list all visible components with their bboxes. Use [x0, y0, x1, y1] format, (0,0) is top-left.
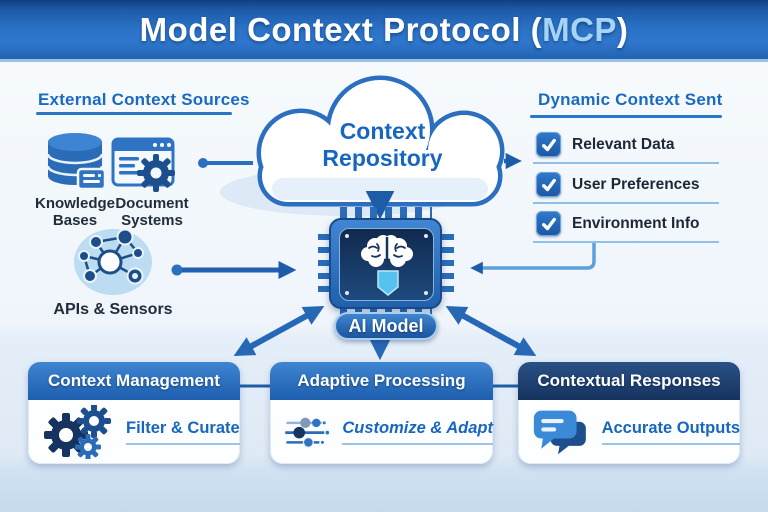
- box-subtitle-block: Accurate Outputs: [601, 419, 740, 445]
- box-title: Contextual Responses: [518, 362, 740, 400]
- checkbox-checked-icon: [536, 211, 561, 236]
- box-adaptive-processing: Adaptive Processing Customize & Adapt: [270, 362, 493, 464]
- chat-bubbles-icon: [533, 410, 586, 455]
- checkbox-checked-icon: [536, 172, 561, 197]
- title-bar: Model Context Protocol (MCP): [0, 0, 768, 62]
- context-item-user-preferences: User Preferences: [536, 172, 700, 197]
- box-subtitle: Customize & Adapt: [342, 419, 493, 438]
- source-label-apis-sensors: APIs & Sensors: [53, 301, 173, 318]
- right-heading-rule: [530, 115, 722, 118]
- box-title: Context Management: [28, 362, 240, 400]
- item-divider: [533, 202, 719, 204]
- context-item-label: Environment Info: [572, 214, 700, 232]
- left-panel-heading: External Context Sources: [38, 90, 250, 109]
- box-context-management: Context Management: [28, 362, 240, 464]
- context-item-environment-info: Environment Info: [536, 211, 699, 236]
- network-icon: [74, 228, 152, 295]
- right-panel-heading: Dynamic Context Sent: [538, 90, 723, 109]
- chip-pins-right: [441, 234, 454, 294]
- box-contextual-responses: Contextual Responses Accurate Outputs: [518, 362, 740, 464]
- context-item-label: Relevant Data: [572, 135, 675, 153]
- item-divider: [533, 162, 719, 164]
- source-label-document-systems: Document Systems: [115, 195, 189, 229]
- shield-icon: [377, 270, 399, 296]
- chip-brain-icon: [329, 218, 442, 309]
- database-icon: [46, 133, 107, 191]
- box-subtitle-block: Filter & Curate: [126, 419, 240, 445]
- page-title: Model Context Protocol (MCP): [139, 10, 629, 48]
- left-heading-rule: [36, 112, 232, 115]
- context-item-relevant-data: Relevant Data: [536, 132, 675, 157]
- source-label-knowledge-bases: Knowledge Bases: [34, 195, 115, 229]
- ai-model-badge: AI Model: [334, 312, 438, 340]
- gears-icon: [44, 405, 111, 459]
- box-subtitle: Accurate Outputs: [601, 419, 740, 438]
- item-divider: [533, 241, 719, 243]
- title-accent: MCP: [542, 10, 617, 48]
- box-subtitle: Filter & Curate: [126, 419, 240, 438]
- box-subtitle-block: Customize & Adapt: [342, 419, 493, 445]
- checkbox-checked-icon: [536, 132, 561, 157]
- chip-pins-left: [318, 234, 331, 294]
- box-title: Adaptive Processing: [270, 362, 493, 400]
- brain-icon: [361, 235, 413, 267]
- window-gear-icon: [111, 137, 175, 192]
- chip-pins-top: [340, 207, 432, 220]
- context-item-label: User Preferences: [572, 175, 700, 193]
- sliders-icon: [285, 417, 330, 448]
